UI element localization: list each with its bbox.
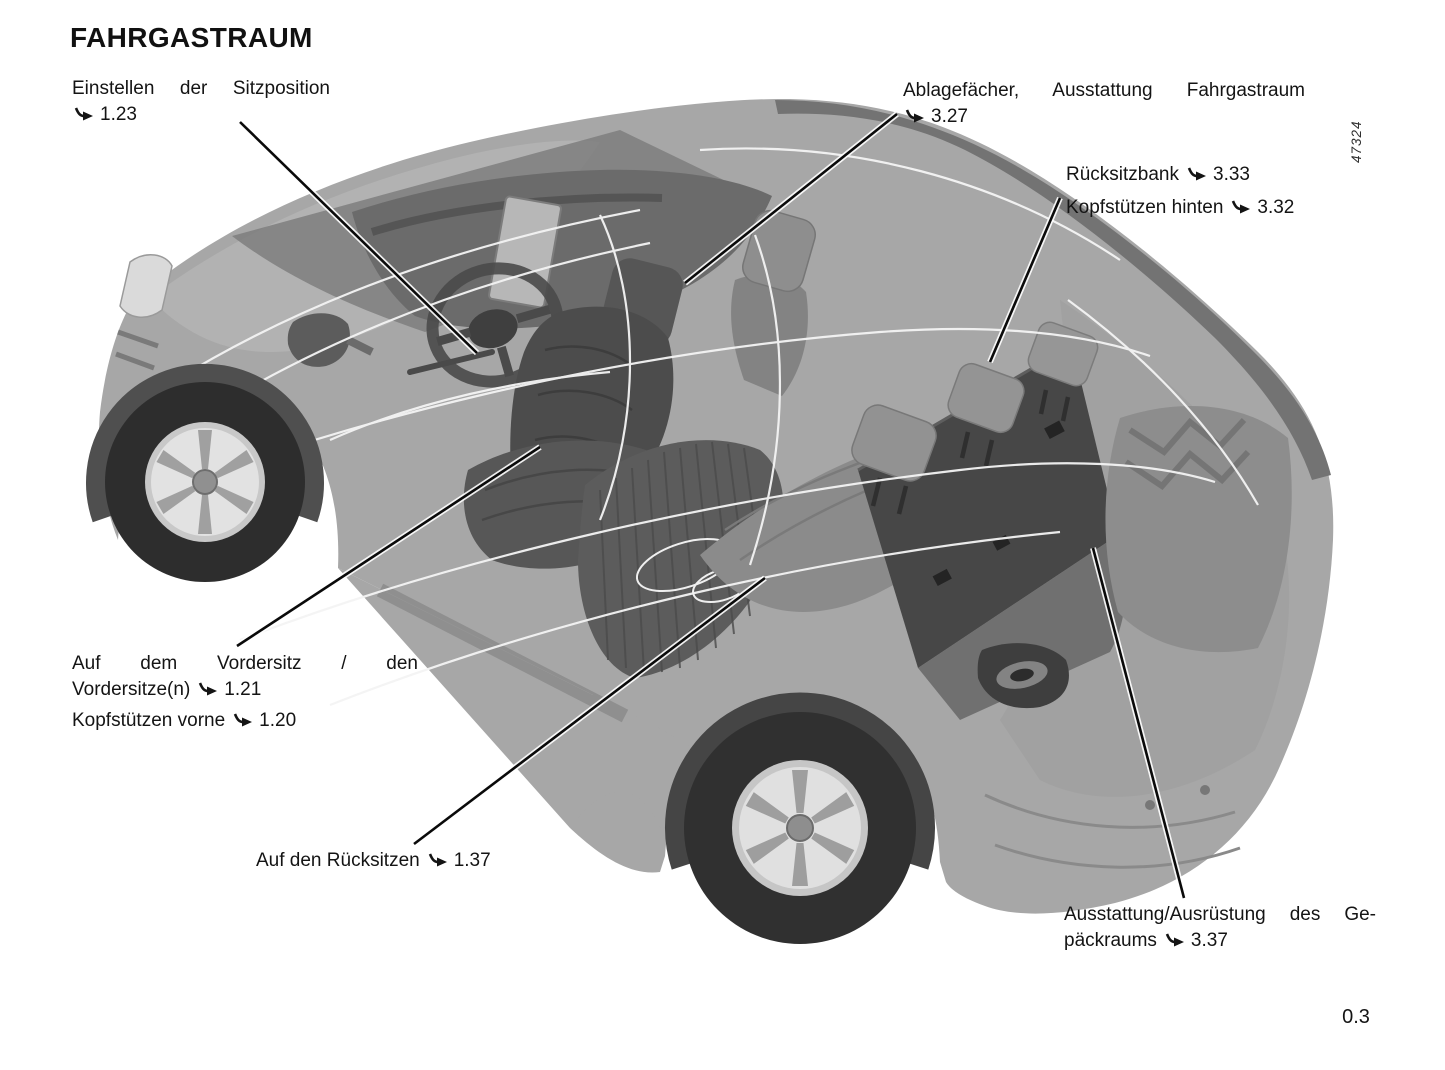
label-seat-position: Einstellen der Sitzposition 1.23 bbox=[72, 76, 330, 129]
ref-number: 3.37 bbox=[1190, 930, 1228, 951]
ref-arrow-icon bbox=[197, 678, 218, 704]
leader-rear-headrests bbox=[988, 197, 1062, 363]
ref-arrow-icon bbox=[904, 105, 925, 131]
ref-number: 3.27 bbox=[931, 106, 968, 127]
label-rear-bench: Rücksitzbank 3.33 bbox=[1066, 162, 1250, 189]
label-text: Einstellen der Sitzposition bbox=[72, 78, 330, 99]
door-mirror bbox=[287, 313, 350, 367]
rear-bumper bbox=[984, 785, 1241, 869]
page-number: 0.3 bbox=[1342, 1006, 1370, 1028]
passenger-seat bbox=[731, 209, 816, 396]
label-text: Rücksitzbank bbox=[1066, 164, 1179, 185]
leader-lines bbox=[235, 111, 1187, 899]
ref-arrow-icon bbox=[232, 709, 253, 735]
rear-wheel bbox=[665, 692, 935, 944]
label-front-headrests: Kopfstützen vorne 1.20 bbox=[72, 708, 296, 735]
label-rear-seats: Auf den Rücksitzen 1.37 bbox=[256, 848, 491, 875]
leader-seat-position bbox=[239, 121, 478, 354]
label-front-seat: Auf dem Vordersitz / den Vordersitze(n) 1… bbox=[72, 651, 418, 704]
label-text-line1: Ausstattung/Ausrüstung des Ge- bbox=[1064, 904, 1376, 925]
ref-arrow-icon bbox=[1230, 196, 1251, 222]
figure-number: 47324 bbox=[1349, 120, 1364, 163]
taillight bbox=[977, 643, 1069, 709]
label-text: Vordersitze(n) bbox=[72, 679, 191, 700]
ref-number: 1.21 bbox=[224, 679, 262, 700]
leader-rear-seats bbox=[413, 576, 766, 846]
ref-number: 3.32 bbox=[1257, 197, 1295, 218]
ref-arrow-icon bbox=[1164, 929, 1185, 955]
leader-storage bbox=[684, 112, 898, 285]
ref-number: 1.37 bbox=[453, 850, 491, 871]
label-rear-headrests: Kopfstützen hinten 3.32 bbox=[1066, 195, 1294, 222]
label-storage: Ablagefächer, Ausstattung Fahrgastraum 3… bbox=[903, 78, 1305, 131]
ref-line: 1.23 bbox=[72, 102, 330, 129]
ref-number: 3.33 bbox=[1213, 164, 1250, 185]
rear-headrests bbox=[851, 321, 1099, 515]
steering-wheel bbox=[426, 262, 564, 388]
label-text-line1: Auf dem Vordersitz / den bbox=[72, 653, 418, 674]
ref-arrow-icon bbox=[1186, 163, 1207, 189]
page-title: FAHRGASTRAUM bbox=[70, 22, 313, 53]
ref-number: 1.23 bbox=[100, 104, 137, 125]
label-luggage: Ausstattung/Ausrüstung des Ge- päckraums… bbox=[1064, 902, 1376, 955]
ref-line: 3.27 bbox=[903, 104, 1305, 131]
label-text: Kopfstützen hinten bbox=[1066, 197, 1224, 218]
leader-luggage bbox=[1091, 547, 1186, 899]
label-text: Ablagefächer, Ausstattung Fahrgastraum bbox=[903, 80, 1305, 101]
label-text-line2: Vordersitze(n) 1.21 bbox=[72, 677, 418, 704]
ref-number: 1.20 bbox=[259, 710, 297, 731]
label-text-line2: päckraums 3.37 bbox=[1064, 928, 1376, 955]
leader-front-seat bbox=[236, 445, 541, 648]
ref-arrow-icon bbox=[427, 849, 448, 875]
label-text: Kopfstützen vorne bbox=[72, 710, 226, 731]
headlight bbox=[119, 254, 173, 318]
label-text: päckraums bbox=[1064, 930, 1157, 951]
front-wheel bbox=[86, 363, 324, 582]
label-text: Auf den Rücksitzen bbox=[256, 850, 420, 871]
ref-arrow-icon bbox=[73, 103, 94, 129]
